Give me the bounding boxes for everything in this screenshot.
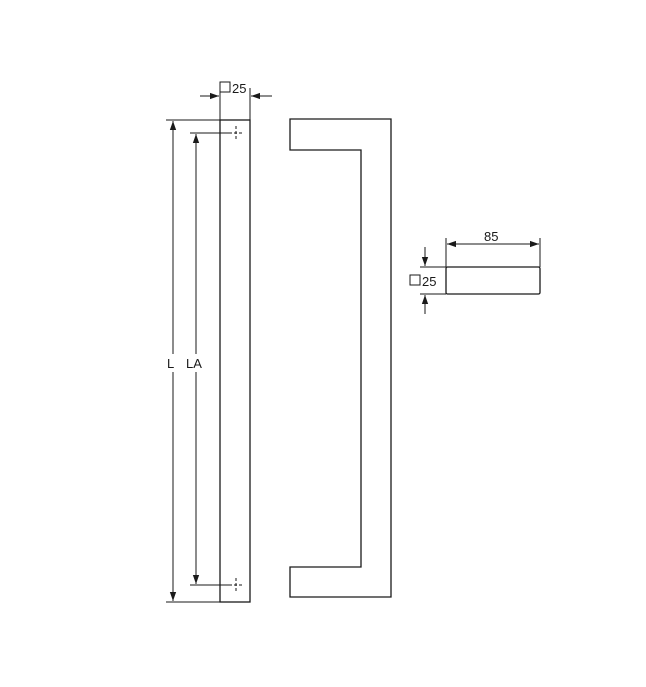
section-size-dimension: 25 (409, 247, 446, 314)
section-view: 85 25 (409, 229, 541, 314)
projection-dimension: 85 (445, 229, 541, 267)
square-symbol (409, 274, 421, 286)
section-view-bar (445, 266, 541, 295)
front-view-bar (219, 119, 251, 603)
length-axis-label: LA (186, 356, 202, 371)
width-dimension: 25 (200, 81, 272, 120)
projection-label: 85 (484, 229, 498, 244)
width-dimension-label: 25 (232, 81, 246, 96)
side-view-profile (289, 118, 392, 598)
length-axis-dimension: LA (186, 132, 229, 586)
mounting-hole-top-marker (229, 126, 243, 141)
square-symbol (219, 81, 231, 93)
length-total-dimension: L (166, 119, 220, 603)
front-view: 25 L LA (166, 81, 272, 603)
length-total-label: L (167, 356, 174, 371)
mounting-hole-bottom-marker (229, 578, 243, 593)
section-size-label: 25 (422, 274, 436, 289)
side-view (289, 118, 392, 598)
